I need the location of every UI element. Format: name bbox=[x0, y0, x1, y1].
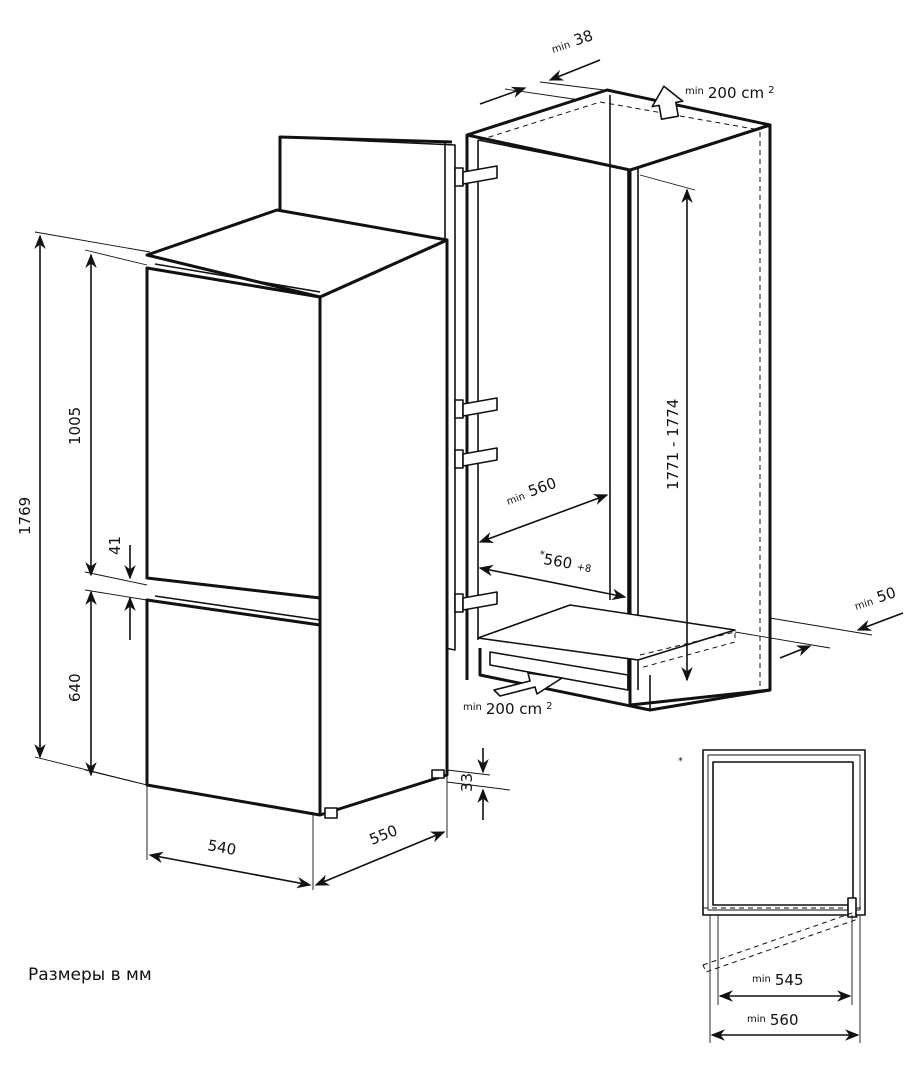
depth-label: 550 bbox=[367, 821, 400, 848]
niche-width-label: *560 +8 bbox=[537, 548, 593, 576]
top-vent-arrow-icon bbox=[651, 85, 684, 120]
top-view-inset bbox=[702, 749, 866, 1043]
upper-door bbox=[145, 266, 322, 600]
cabinet-top bbox=[465, 88, 772, 172]
total-height-label: 1769 bbox=[16, 497, 34, 535]
units-note: Размеры в мм bbox=[28, 965, 152, 985]
fridge-side bbox=[318, 238, 449, 817]
upper-door-height-label: 1005 bbox=[66, 407, 84, 445]
fridge bbox=[34, 208, 511, 890]
width-label: 540 bbox=[206, 836, 237, 859]
inset-star: * bbox=[678, 756, 683, 767]
hinge-icons bbox=[454, 165, 498, 613]
min-38-label: min 38 bbox=[548, 25, 595, 56]
cabinet-niche bbox=[278, 59, 904, 712]
door-gap-label: 41 bbox=[106, 536, 124, 555]
cabinet-floor bbox=[477, 604, 736, 661]
niche-height-label: 1771 - 1774 bbox=[664, 399, 682, 490]
bottom-vent-arrow-icon bbox=[493, 672, 563, 697]
lower-door bbox=[145, 598, 322, 817]
feet-height-label: 33 bbox=[458, 773, 476, 792]
lower-door-height-label: 640 bbox=[66, 673, 84, 702]
niche-depth-label: min 560 bbox=[503, 473, 559, 509]
min-50-label: min 50 bbox=[851, 582, 898, 613]
